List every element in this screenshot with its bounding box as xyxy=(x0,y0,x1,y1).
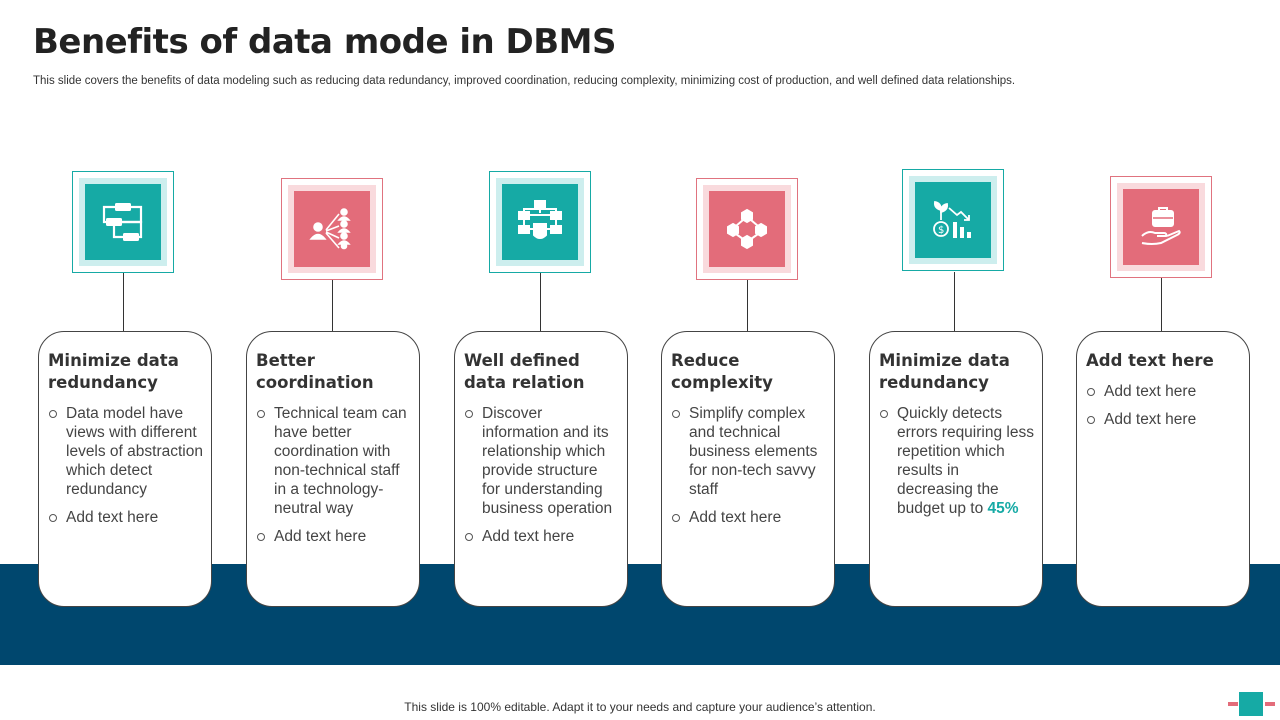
footer-note: This slide is 100% editable. Adapt it to… xyxy=(404,700,876,714)
list-item: Technical team can have better coordinat… xyxy=(256,404,411,518)
card-title: Add text here xyxy=(1086,351,1214,370)
card-title: Reduce complexity xyxy=(671,351,773,392)
benefit-card-6: Add text here Add text here Add text her… xyxy=(1076,331,1250,607)
list-item: Discover information and its relationshi… xyxy=(464,404,619,518)
icon-box-2 xyxy=(281,178,383,280)
benefit-card-1: Minimize data redundancy Data model have… xyxy=(38,331,212,607)
list-item: Data model have views with different lev… xyxy=(48,404,203,499)
icon-box-1 xyxy=(72,171,174,273)
bullet-list: Add text here Add text here xyxy=(1086,382,1241,429)
connector-line xyxy=(123,273,124,331)
card-title: Better coordination xyxy=(256,351,374,392)
benefit-card-2: Better coordination Technical team can h… xyxy=(246,331,420,607)
bullet-list: Technical team can have better coordinat… xyxy=(256,404,411,546)
icon-box-5: $ xyxy=(902,169,1004,271)
navy-band xyxy=(0,564,1280,665)
briefcase-hand-icon xyxy=(1141,207,1181,245)
list-item: Add text here xyxy=(1086,382,1241,401)
list-item: Add text here xyxy=(48,508,203,527)
list-item: Add text here xyxy=(256,527,411,546)
data-network-icon xyxy=(518,200,562,239)
benefit-card-5: Minimize data redundancy Quickly detects… xyxy=(869,331,1043,607)
card-title: Minimize data redundancy xyxy=(879,351,1010,392)
money-growth-decline-icon: $ xyxy=(933,200,971,238)
hexagon-network-icon xyxy=(727,208,767,250)
highlight-percent: 45% xyxy=(987,500,1019,517)
flowchart-icon xyxy=(102,203,143,241)
connector-line xyxy=(954,272,955,331)
list-item: Add text here xyxy=(1086,410,1241,429)
icon-box-6 xyxy=(1110,176,1212,278)
bullet-list: Discover information and its relationshi… xyxy=(464,404,619,546)
list-item: Simplify complex and technical business … xyxy=(671,404,826,499)
bullet-text: Quickly detects errors requiring less re… xyxy=(897,405,1034,517)
bullet-list: Quickly detects errors requiring less re… xyxy=(879,404,1034,518)
list-item: Add text here xyxy=(464,527,619,546)
bullet-list: Simplify complex and technical business … xyxy=(671,404,826,527)
connector-line xyxy=(540,273,541,331)
team-network-icon xyxy=(309,208,351,250)
list-item: Add text here xyxy=(671,508,826,527)
icon-box-4 xyxy=(696,178,798,280)
slide-subtitle: This slide covers the benefits of data m… xyxy=(33,75,1016,87)
list-item: Quickly detects errors requiring less re… xyxy=(879,404,1034,518)
icon-box-3 xyxy=(489,171,591,273)
corner-logo-mark xyxy=(1228,692,1278,716)
card-title: Well defined data relation xyxy=(464,351,585,392)
bullet-list: Data model have views with different lev… xyxy=(48,404,203,527)
connector-line xyxy=(747,280,748,331)
benefit-card-4: Reduce complexity Simplify complex and t… xyxy=(661,331,835,607)
card-title: Minimize data redundancy xyxy=(48,351,179,392)
benefit-card-3: Well defined data relation Discover info… xyxy=(454,331,628,607)
svg-text:$: $ xyxy=(938,225,944,236)
connector-line xyxy=(1161,278,1162,331)
connector-line xyxy=(332,280,333,331)
slide-title: Benefits of data mode in DBMS xyxy=(33,22,617,62)
